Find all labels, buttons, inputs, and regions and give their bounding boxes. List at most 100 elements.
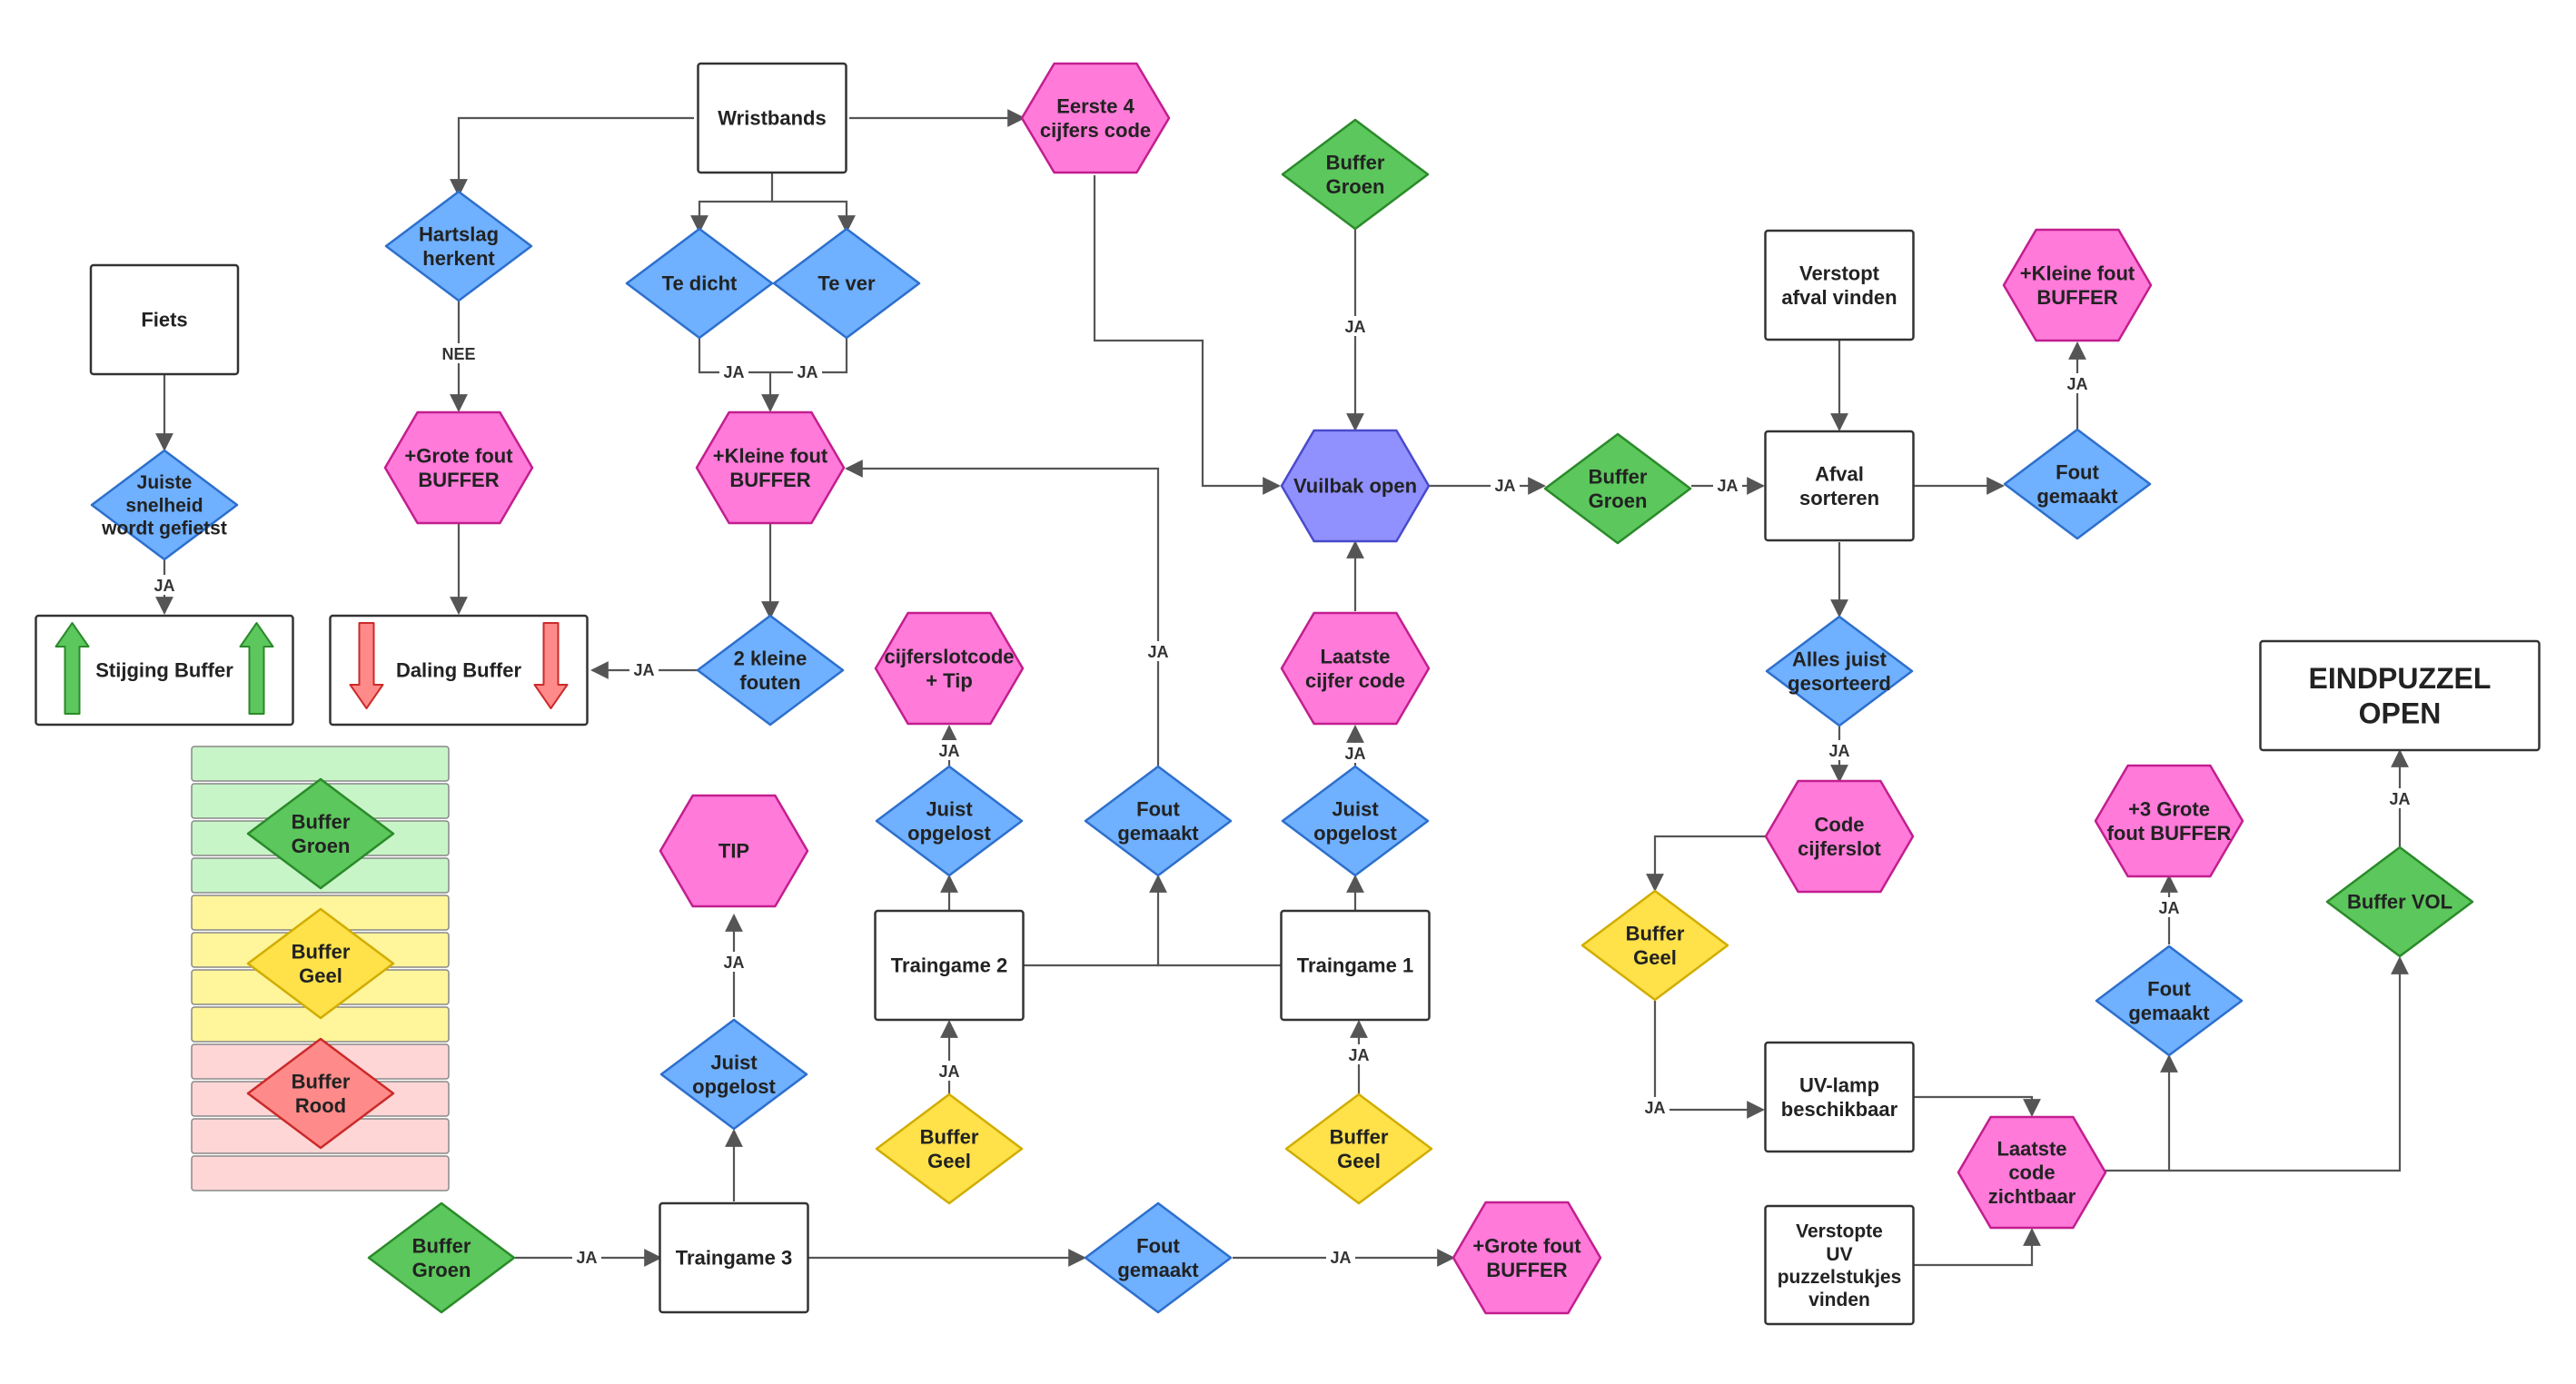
label-ja-snelheid-bg bbox=[150, 575, 179, 595]
label-ja-geel: JA bbox=[1644, 1099, 1665, 1117]
label-ja-fout-afval-bg bbox=[2063, 373, 2092, 393]
edge-tg2-join bbox=[1024, 963, 1160, 967]
traingame2-box-label: Traingame 2 bbox=[891, 954, 1007, 977]
edge-code-buffergeel bbox=[1646, 835, 1768, 892]
label-ja-juist-tg3-bg bbox=[719, 952, 748, 972]
label-ja-2kleine-bg bbox=[629, 659, 659, 679]
vuilbak-open-hex: Vuilbak open bbox=[1280, 429, 1431, 543]
edge-fout-kleinefout bbox=[845, 460, 1160, 766]
label-ja-buffervol: JA bbox=[2389, 790, 2410, 808]
label-ja-alles-bg bbox=[1825, 740, 1854, 760]
label-ja-geel-bg bbox=[1640, 1097, 1669, 1117]
traingame3-box: Traingame 3 bbox=[659, 1201, 809, 1314]
arrow-up-icon bbox=[54, 622, 90, 715]
wristbands-box-label: Wristbands bbox=[718, 107, 826, 130]
label-ja-juist-tg1-bg bbox=[1341, 743, 1370, 763]
daling-buffer-box: Daling Buffer bbox=[329, 614, 589, 727]
label-ja-juist-tg1: JA bbox=[1344, 745, 1365, 763]
label-ja-buffergroen: JA bbox=[1344, 318, 1365, 336]
label-ja-tever-bg bbox=[793, 361, 822, 381]
edge-laatstecode-fout bbox=[2105, 1054, 2178, 1172]
arrow-down-icon bbox=[349, 622, 384, 709]
stijging-buffer-box-label: Stijging Buffer bbox=[95, 659, 233, 682]
te-dicht-diamond: Te dicht bbox=[625, 227, 774, 340]
vuilbak-open-hex-label: Vuilbak open bbox=[1293, 475, 1417, 498]
traingame1-box: Traingame 1 bbox=[1280, 909, 1431, 1022]
traingame3-box-label: Traingame 3 bbox=[676, 1247, 792, 1270]
edge-tg1-join bbox=[1156, 963, 1281, 967]
cijferslot-tip-hex: cijferslotcode+ Tip bbox=[874, 611, 1025, 726]
buffer-vol-diamond-label: Buffer VOL bbox=[2347, 891, 2452, 914]
label-ja-tedicht-bg bbox=[719, 361, 748, 381]
label-ja-geel-tg1-bg bbox=[1344, 1044, 1373, 1064]
label-ja-buffergroen-mid-bg bbox=[1713, 475, 1742, 495]
edge-eerste4-vuilbak bbox=[1093, 175, 1281, 495]
label-ja-geel-tg2: JA bbox=[938, 1063, 959, 1081]
edge-verstopteuv-laatstecode bbox=[1914, 1228, 2041, 1267]
label-ja-tedicht: JA bbox=[723, 363, 744, 381]
label-ja-fout-uv-bg bbox=[2155, 897, 2184, 917]
label-ja-buffergroen-bottom-bg bbox=[572, 1247, 601, 1267]
te-ver-diamond-label: Te ver bbox=[817, 272, 876, 295]
edge-laatstecode-buffervol bbox=[2169, 956, 2409, 1172]
label-ja-snelheid: JA bbox=[154, 577, 174, 595]
fiets-box-label: Fiets bbox=[141, 309, 187, 331]
edge-split-tever bbox=[772, 200, 856, 233]
fiets-box: Fiets bbox=[89, 263, 240, 376]
label-ja-fout-tg-bg bbox=[1144, 641, 1173, 661]
label-ja-fout-uv: JA bbox=[2158, 899, 2179, 917]
te-dicht-diamond-label: Te dicht bbox=[662, 272, 738, 295]
tip-hex: TIP bbox=[659, 794, 809, 908]
traingame2-box: Traingame 2 bbox=[874, 909, 1025, 1022]
edge-uvlamp-laatstecode bbox=[1914, 1095, 2041, 1117]
